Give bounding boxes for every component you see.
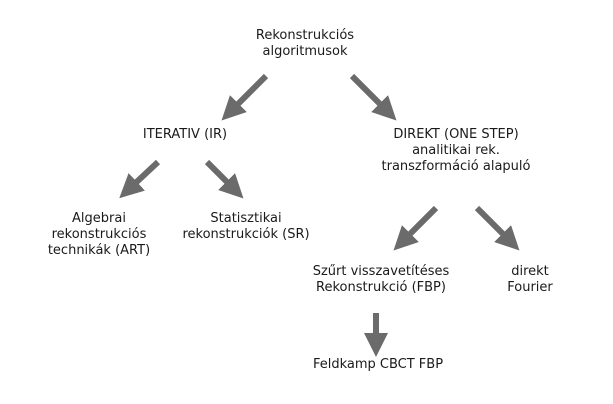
arrow-direkt-to-szurt [393,205,439,251]
node-fourier: direkt Fourier [507,264,553,296]
node-statisztikai: Statisztikai rekonstrukciók (SR) [182,211,309,243]
node-direkt: DIREKT (ONE STEP) analitikai rek. transz… [382,127,531,175]
node-feldkamp: Feldkamp CBCT FBP [313,357,443,373]
node-iterativ-line-1: ITERATIV (IR) [142,127,228,142]
node-szurt: Szűrt visszavetítéses Rekonstrukció (FBP… [313,264,450,296]
node-algebrai-line-1: Algebrai [72,211,126,226]
node-algebrai: Algebrai rekonstrukciós technikák (ART) [48,211,150,259]
node-direkt-line-3: transzformáció alapuló [381,159,531,174]
node-root-line-1: Rekonstrukciós [255,28,355,43]
node-fourier-line-2: Fourier [507,280,553,295]
node-root: Rekonstrukciós algoritmusok [256,28,354,60]
node-szurt-line-2: Rekonstrukció (FBP) [316,280,446,295]
arrow-iterativ-to-statisztikai [204,159,244,199]
arrow-root-to-iterativ [221,73,269,121]
arrow-iterativ-to-algebrai [119,159,161,199]
node-root-line-2: algoritmusok [262,44,348,59]
node-statisztikai-line-2: rekonstrukciók (SR) [182,227,310,242]
node-iterativ: ITERATIV (IR) [143,127,227,143]
node-feldkamp-line-1: Feldkamp CBCT FBP [312,357,444,372]
node-direkt-line-1: DIREKT (ONE STEP) [393,127,519,142]
node-algebrai-line-2: rekonstrukciós [51,227,147,242]
node-algebrai-line-3: technikák (ART) [47,243,151,258]
node-direkt-line-2: analitikai rek. [412,143,500,158]
node-szurt-line-1: Szűrt visszavetítéses [312,264,450,279]
node-fourier-line-1: direkt [511,264,549,279]
node-statisztikai-line-1: Statisztikai [210,211,282,226]
arrow-root-to-direkt [349,73,397,121]
arrow-direkt-to-fourier [474,205,520,251]
